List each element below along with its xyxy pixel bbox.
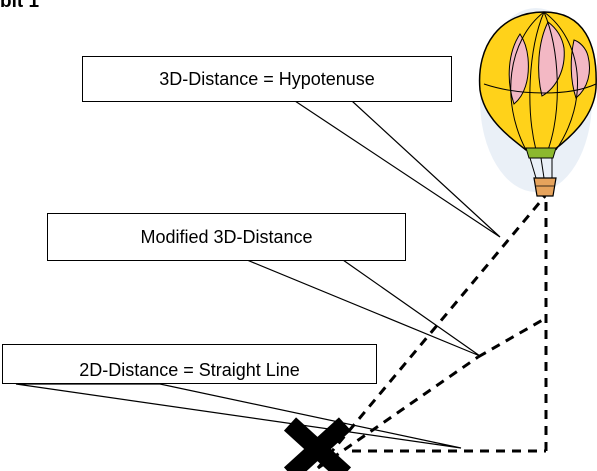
hot-air-balloon-icon (478, 8, 597, 197)
page-title: bit 1 (0, 0, 40, 12)
callout-modified: Modified 3D-Distance (47, 213, 406, 261)
x-mark-icon (283, 417, 352, 471)
modified-line-lower (317, 355, 479, 470)
hypotenuse-line (316, 195, 547, 469)
modified-line-upper (477, 316, 547, 359)
callout-straight-line: 2D-Distance = Straight Line (2, 344, 377, 384)
callout-pointer-modified (246, 259, 481, 357)
callout-pointer-straight (15, 383, 462, 449)
callout-hypotenuse: 3D-Distance = Hypotenuse (82, 56, 452, 102)
